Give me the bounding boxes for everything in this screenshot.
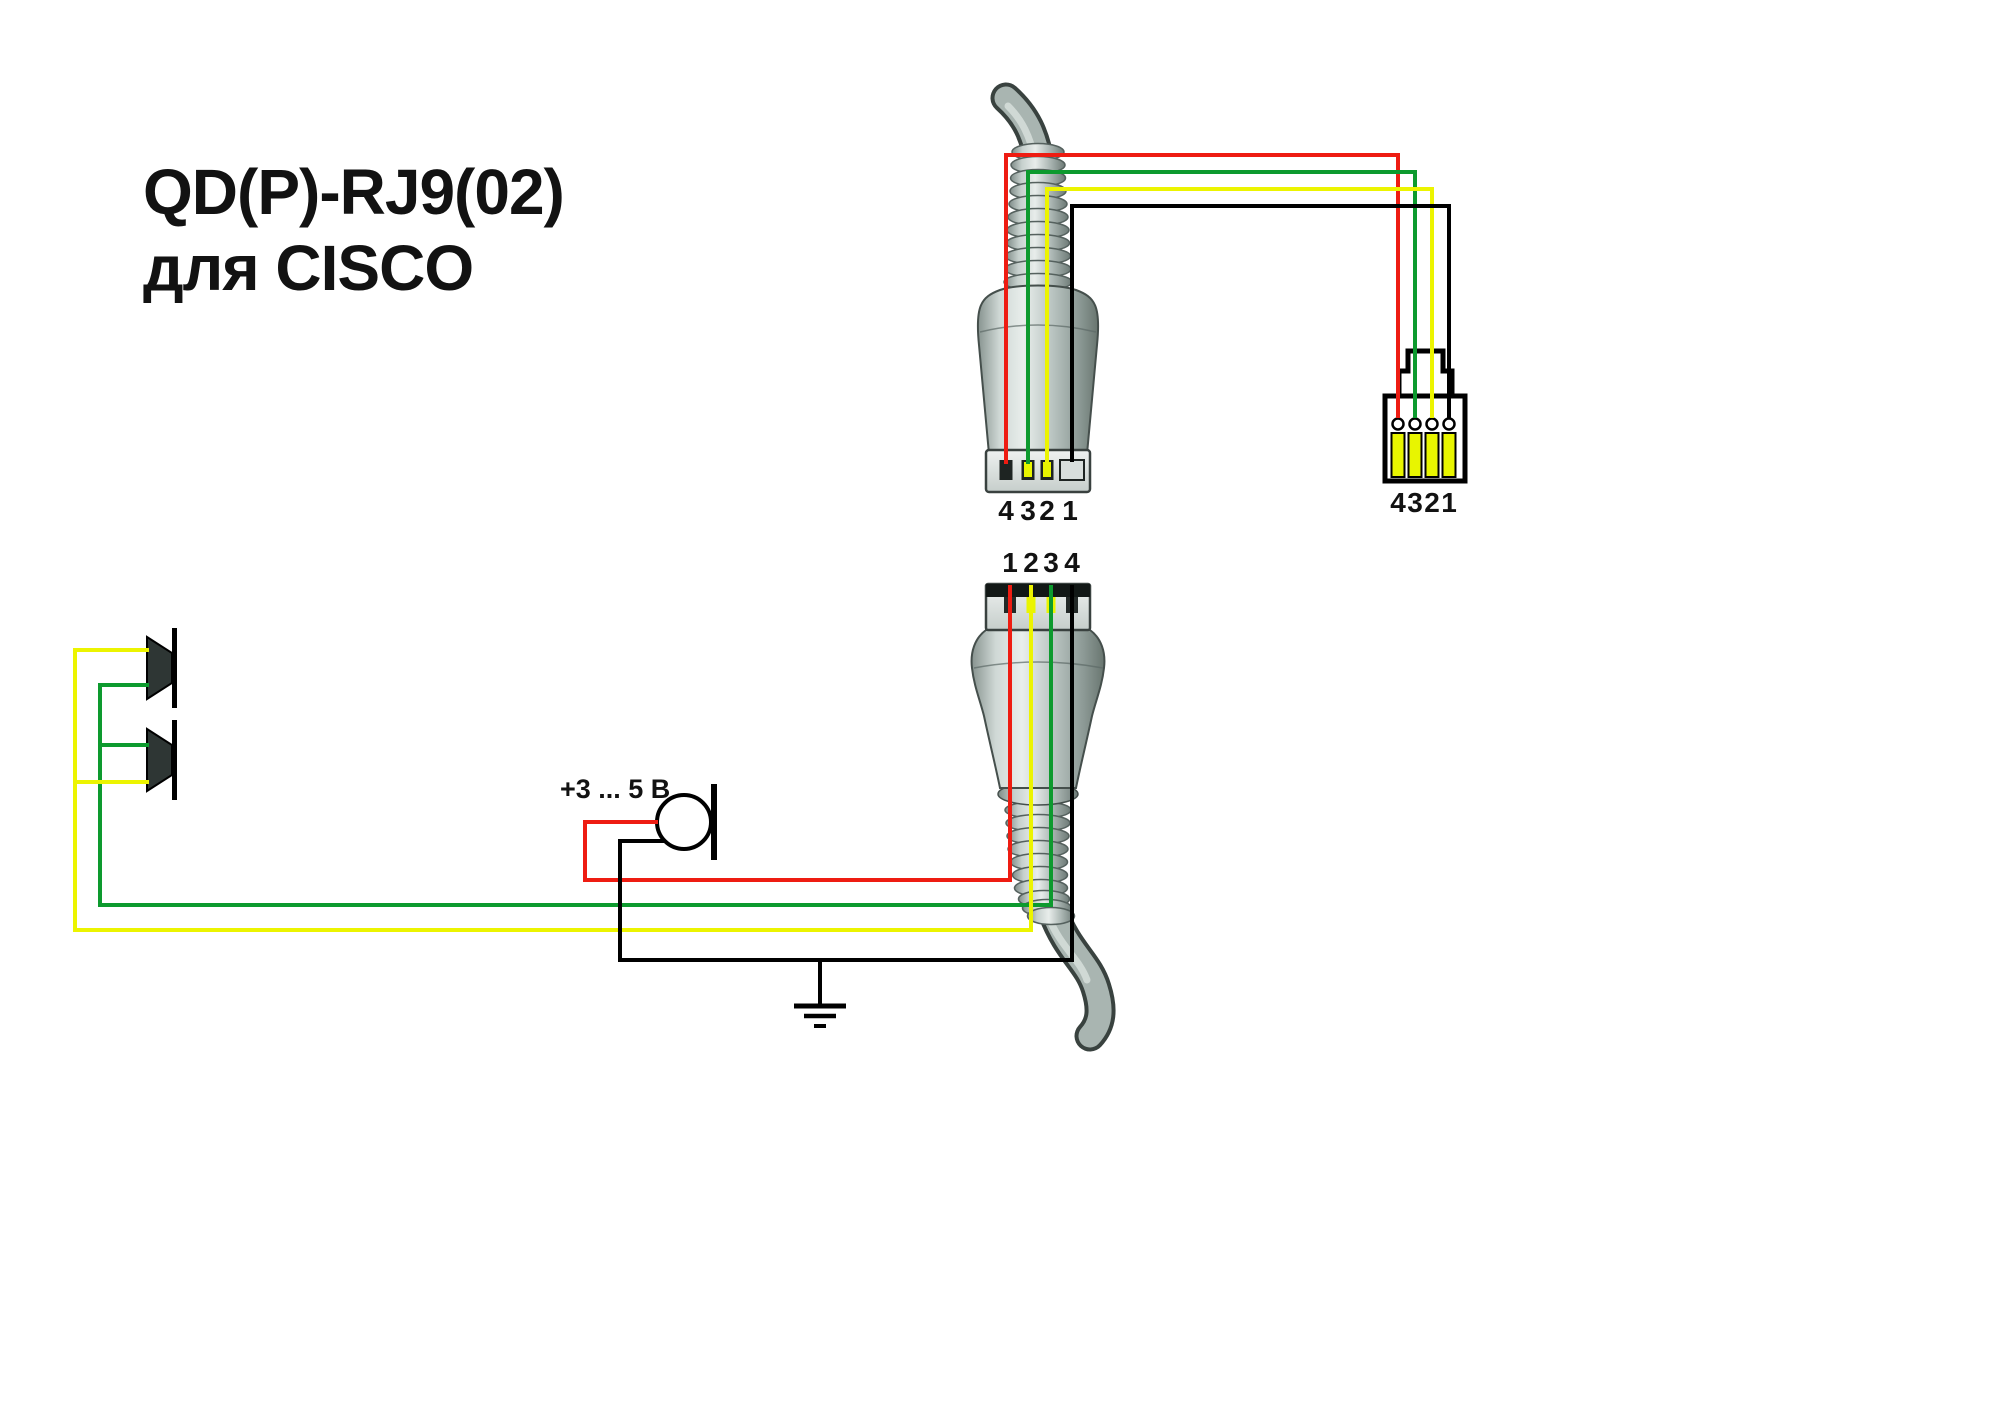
rj9-pin-label-4: 4 — [1390, 487, 1406, 518]
title-line-1: QD(P)-RJ9(02) — [143, 156, 564, 228]
speaker-bottom-symbol — [146, 720, 177, 800]
strain-relief-top — [1003, 142, 1073, 292]
speaker-bottom-baffle — [172, 720, 177, 800]
pin-labels-qd-bottom: 1 2 3 4 — [1002, 547, 1080, 578]
microphone-symbol: +3 ... 5 В — [560, 774, 717, 860]
wire-yellow-upper — [1045, 187, 1434, 464]
wires-upper-harness — [1004, 153, 1451, 464]
rj9-pin-label-3: 3 — [1407, 487, 1423, 518]
diagram-title: QD(P)-RJ9(02) для CISCO — [143, 156, 565, 304]
microphone-backplate — [711, 784, 717, 860]
qd-bottom-face — [984, 582, 1092, 632]
qd-top-pin-label-2: 2 — [1039, 495, 1055, 526]
qd-bottom-pin-label-3: 3 — [1043, 547, 1059, 578]
qd-top-pin-contact-2 — [1043, 462, 1051, 477]
wire-green-upper — [1026, 170, 1417, 464]
qd-bottom-top-band — [986, 584, 1090, 597]
wire-red-upper — [1004, 153, 1400, 464]
mic-voltage-label: +3 ... 5 В — [560, 774, 670, 804]
qd-top-pin-label-3: 3 — [1020, 495, 1036, 526]
qd-bottom-pin-label-4: 4 — [1064, 547, 1080, 578]
wire-red-lower — [583, 585, 1012, 882]
wire-black-upper — [1070, 204, 1451, 462]
qd-top-slot-1 — [1059, 459, 1085, 481]
qd-top-face — [984, 448, 1092, 494]
qd-bottom-pin-label-1: 1 — [1002, 547, 1018, 578]
wires-lower-harness — [73, 585, 1074, 1006]
qd-top-pin-label-4: 4 — [998, 495, 1014, 526]
wire-green-lower — [98, 585, 1053, 907]
strain-relief-bottom — [1004, 800, 1076, 926]
pin-labels-rj9: 4 3 2 1 — [1390, 487, 1457, 518]
qd-top-body — [976, 284, 1100, 455]
rj9-pin-contacts — [1390, 417, 1457, 478]
rj9-pin-label-1: 1 — [1441, 487, 1457, 518]
speaker-top-symbol — [146, 628, 177, 708]
wire-yellow-lower — [73, 585, 1033, 932]
pin-labels-qd-top: 4 3 2 1 — [998, 495, 1078, 526]
qd-bottom-pin-label-2: 2 — [1023, 547, 1039, 578]
qd-top-pin-contact-3 — [1024, 462, 1032, 477]
wire-black-lower — [618, 585, 1074, 1006]
speaker-top-baffle — [172, 628, 177, 708]
title-line-2: для CISCO — [143, 232, 473, 304]
qd-top-slot-4 — [999, 460, 1013, 480]
rj9-latch — [1396, 348, 1455, 399]
rj9-pin-label-2: 2 — [1424, 487, 1440, 518]
qd-top-pin-label-1: 1 — [1062, 495, 1078, 526]
